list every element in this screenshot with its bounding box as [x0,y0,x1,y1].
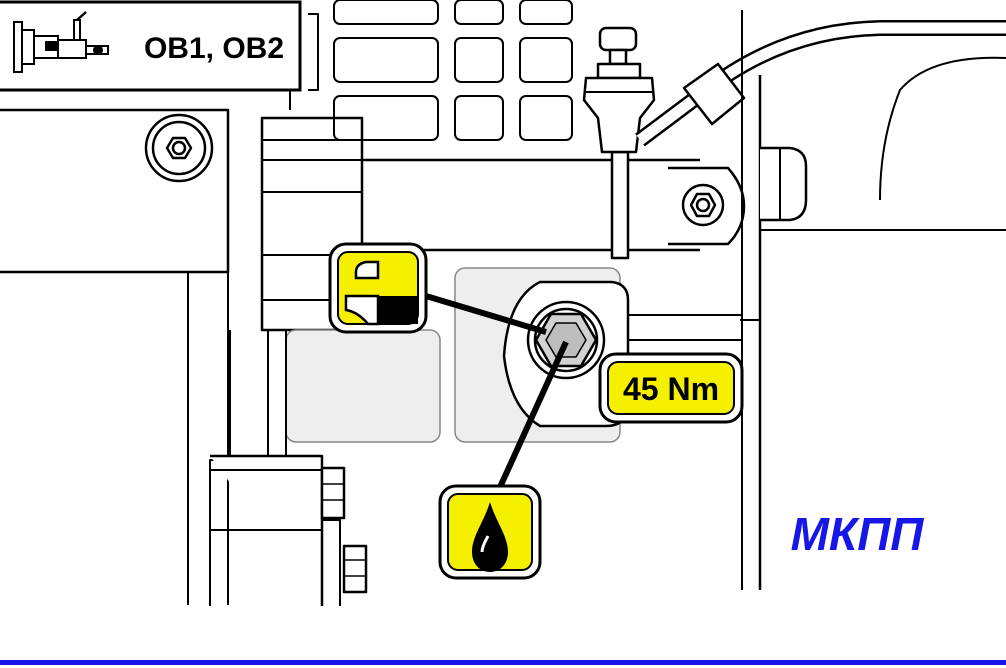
oil-drop-icon [438,484,542,580]
torque-value: 45 Nm [623,371,719,407]
gearbox-type-label: МКПП [791,508,925,560]
leader-lines [425,293,569,498]
left-housing [0,89,291,605]
header-bracket [308,13,319,91]
torque-label [598,352,744,424]
right-casing [740,10,1006,590]
drain-plug [526,300,606,380]
horizontal-tube [362,150,700,260]
gearbox-icon [13,11,109,73]
hydraulic-pipe [635,20,1006,201]
housing-bolt [144,113,214,183]
right-nut-plate [668,166,746,246]
bottom-blue-rule [0,660,1006,665]
top-grid-cells [333,0,573,141]
oil-level-check-icon [328,242,428,334]
gearbox-codes-label: OB1, OB2 [144,32,284,65]
lower-left-casing [209,330,368,606]
